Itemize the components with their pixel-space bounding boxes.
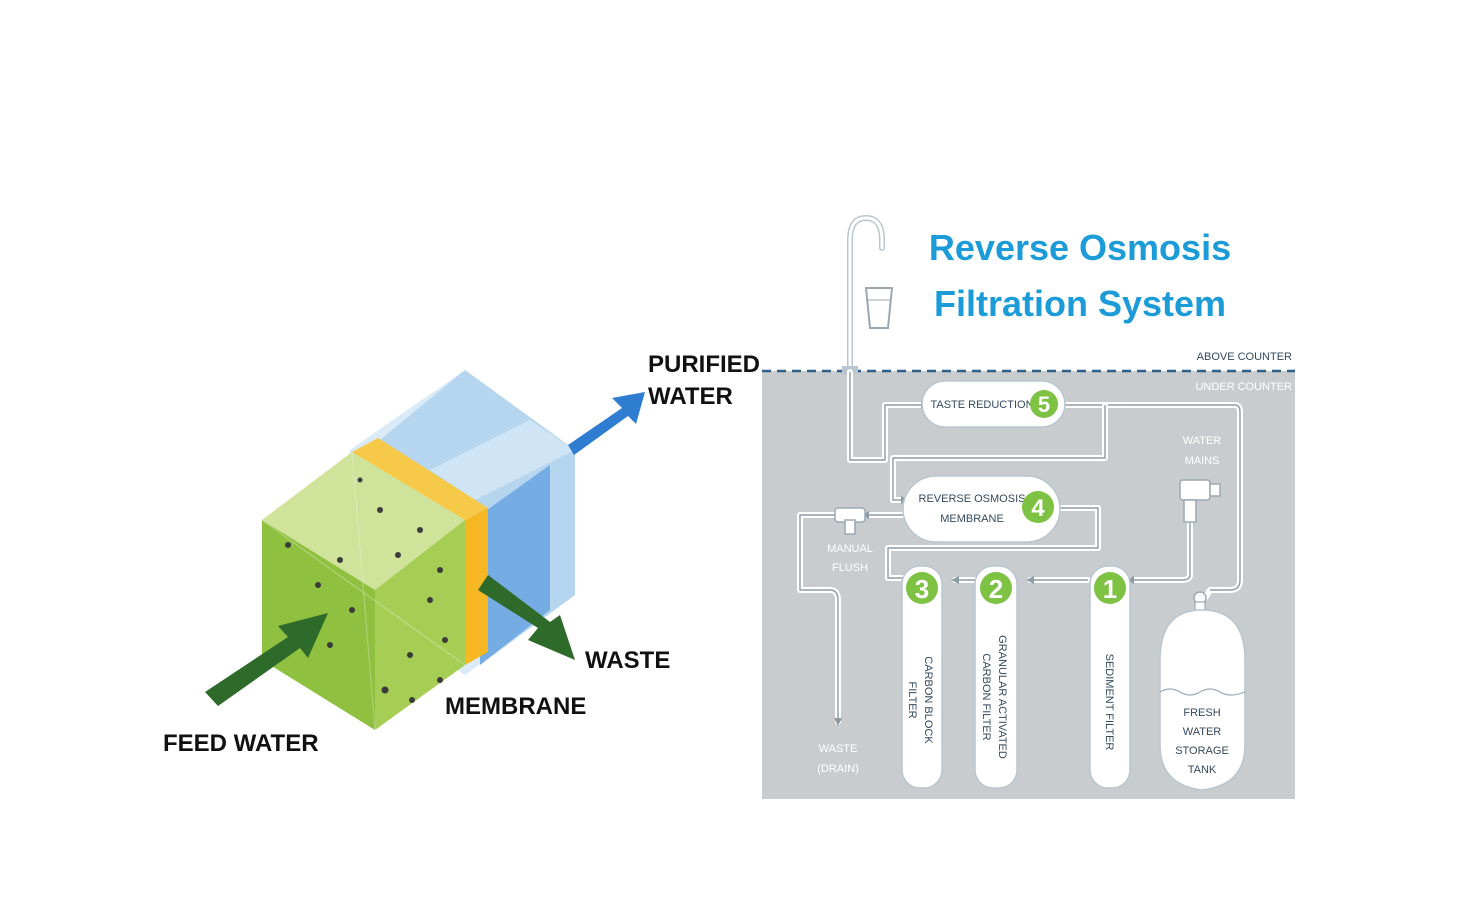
stage-4-label-line2: MEMBRANE <box>940 513 1004 525</box>
title-line1: Reverse Osmosis <box>929 227 1231 268</box>
stage-5-label: TASTE REDUCTION <box>930 399 1033 411</box>
tank-label-line3: STORAGE <box>1175 745 1229 757</box>
manual-flush-label-line1: MANUAL <box>827 543 873 555</box>
tank-label-line4: TANK <box>1188 764 1217 776</box>
ro-system-diagram: Reverse Osmosis Filtration System ABOVE … <box>762 214 1295 799</box>
stage-4-label-line1: REVERSE OSMOSIS <box>919 493 1026 505</box>
stage-3-carbon-block-filter: 3 CARBON BLOCK FILTER <box>901 565 943 789</box>
water-mains-valve-icon <box>1179 479 1221 523</box>
above-counter-label: ABOVE COUNTER <box>1197 351 1292 363</box>
feed-water-arrow <box>205 613 328 706</box>
waste-drain-label-line1: WASTE <box>819 743 858 755</box>
manual-flush-valve-icon <box>834 507 866 535</box>
stage-1-number: 1 <box>1103 574 1117 604</box>
water-mains-label-line1: WATER <box>1183 435 1222 447</box>
purified-label-line2: WATER <box>648 383 733 410</box>
stage-4-number: 4 <box>1031 495 1045 522</box>
cube-facet-line <box>351 451 376 731</box>
under-counter-label: UNDER COUNTER <box>1195 381 1292 393</box>
purified-label-line1: PURIFIED <box>648 351 760 378</box>
tank-label-line2: WATER <box>1183 726 1222 738</box>
contaminant-particles <box>285 477 448 703</box>
waste-drain-label-line2: (DRAIN) <box>817 763 859 775</box>
stage-5-number: 5 <box>1038 392 1050 417</box>
feed-block-top <box>262 452 465 590</box>
membrane-label: MEMBRANE <box>445 693 586 720</box>
stage-1-sediment-filter: 1 SEDIMENT FILTER <box>1089 565 1131 789</box>
cube-facet-line <box>261 519 466 666</box>
stage-2-gac-filter: 2 GRANULAR ACTIVATED CARBON FILTER <box>974 565 1018 789</box>
stage-3-label-line2: FILTER <box>906 681 918 718</box>
stage-3-number: 3 <box>915 574 929 604</box>
waste-arrow <box>478 575 575 660</box>
water-mains-label-line2: MAINS <box>1185 455 1220 467</box>
membrane-cube-diagram: PURIFIED WATER WASTE MEMBRANE FEED WATER <box>163 351 760 757</box>
feed-water-label: FEED WATER <box>163 730 319 757</box>
purified-water-arrow <box>568 392 645 455</box>
glass-icon <box>864 287 894 329</box>
stage-4-ro-membrane: REVERSE OSMOSIS MEMBRANE 4 <box>902 475 1061 543</box>
stage-5-taste-reduction: TASTE REDUCTION 5 <box>921 380 1066 428</box>
waste-label: WASTE <box>585 647 670 674</box>
stage-2-label-line2: CARBON FILTER <box>980 653 992 740</box>
membrane-layer-side <box>465 508 488 665</box>
stage-2-number: 2 <box>989 574 1003 604</box>
feed-block-side <box>375 520 465 730</box>
title-line2: Filtration System <box>934 283 1226 324</box>
storage-tank: FRESH WATER STORAGE TANK <box>1159 591 1246 791</box>
pipe-network <box>797 369 1243 726</box>
purified-block-top <box>430 420 575 500</box>
stage-3-label-line1: CARBON BLOCK <box>922 656 934 744</box>
stage-2-label-line1: GRANULAR ACTIVATED <box>996 635 1008 759</box>
stage-1-label: SEDIMENT FILTER <box>1103 654 1115 751</box>
manual-flush-label-line2: FLUSH <box>832 562 868 574</box>
membrane-layer-top <box>352 438 488 520</box>
tank-label-line1: FRESH <box>1183 707 1220 719</box>
